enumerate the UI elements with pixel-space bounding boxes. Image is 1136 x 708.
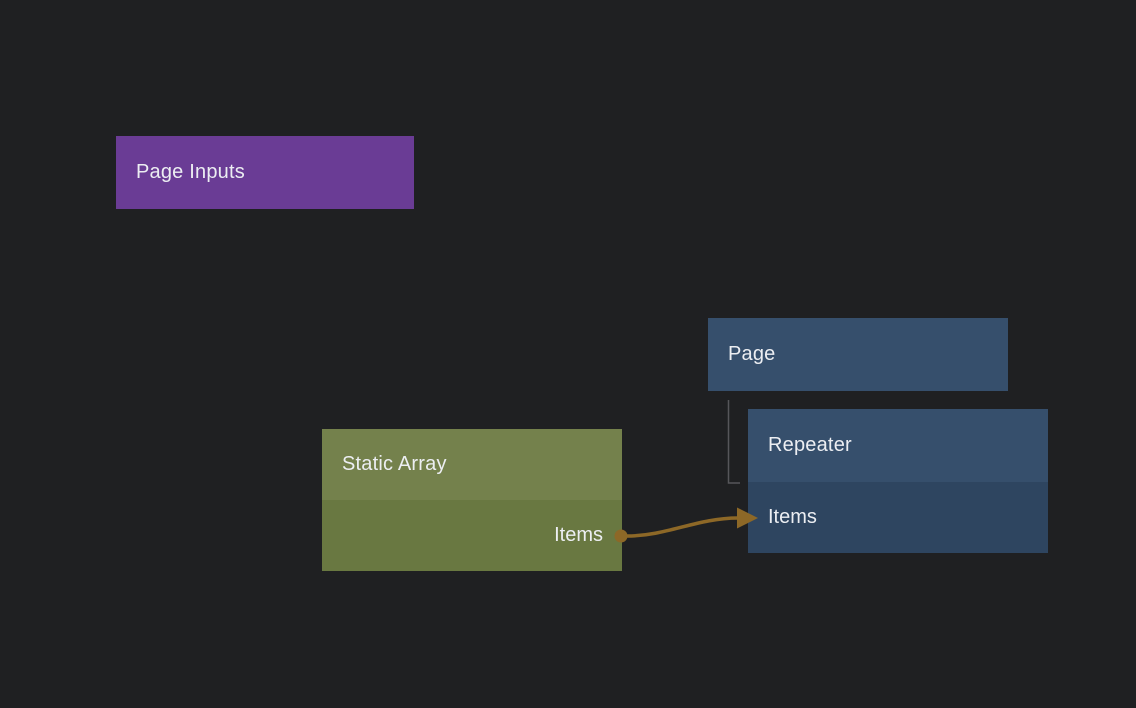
node-page-inputs-header: Page Inputs [116,136,414,209]
node-repeater-header: Repeater [748,409,1048,482]
node-static-array-header: Static Array [322,429,622,500]
node-page-header: Page [708,318,1008,391]
static-array-items-output-port-row[interactable]: Items [322,500,622,571]
node-page[interactable]: Page [708,318,1008,391]
node-page-inputs[interactable]: Page Inputs [116,136,414,209]
node-title: Repeater [768,434,852,456]
node-title: Page Inputs [136,161,245,183]
port-label: Items [554,524,603,546]
connection-wire[interactable] [625,516,740,538]
node-static-array[interactable]: Static Array Items [322,429,622,571]
node-repeater[interactable]: Repeater Items [748,409,1048,553]
node-title: Static Array [342,453,447,475]
repeater-items-input-port-row[interactable]: Items [748,482,1048,553]
node-title: Page [728,343,776,365]
port-label: Items [768,506,817,528]
parent-child-connector [727,400,740,484]
